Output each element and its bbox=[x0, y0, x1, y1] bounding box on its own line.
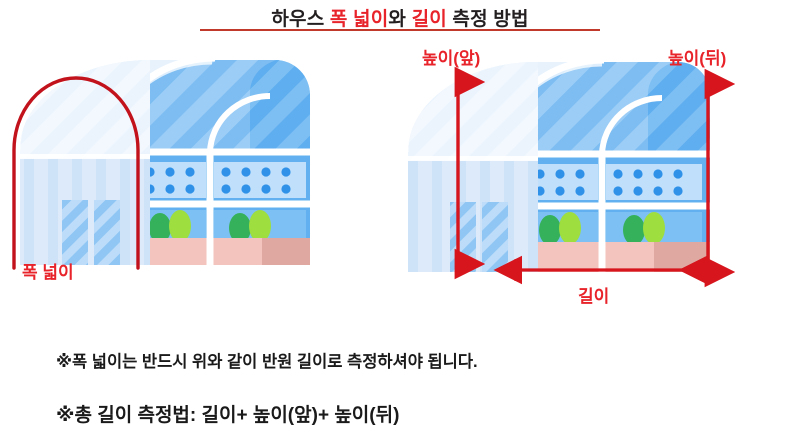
page-title: 하우스 폭 넓이와 길이 측정 방법 bbox=[0, 4, 800, 31]
title-part-plain-1: 하우스 bbox=[271, 9, 330, 30]
greenhouse-right bbox=[408, 62, 736, 288]
length-label: 길이 bbox=[578, 287, 610, 306]
page-title-text: 하우스 폭 넓이와 길이 측정 방법 bbox=[271, 9, 528, 30]
title-part-plain-2: 와 bbox=[388, 9, 412, 30]
title-part-highlight-width: 폭 넓이 bbox=[329, 9, 389, 30]
plant-cluster bbox=[149, 210, 271, 243]
width-measure-arc bbox=[12, 76, 140, 270]
note-width-measurement: ※폭 넓이는 반드시 위와 같이 반원 길이로 측정하셔야 됩니다. bbox=[56, 353, 478, 371]
height-back-label: 높이(뒤) bbox=[668, 49, 727, 68]
title-underline bbox=[200, 29, 600, 31]
length-arrow bbox=[493, 255, 709, 285]
note-total-length-formula: ※총 길이 측정법: 길이+ 높이(앞)+ 높이(뒤) bbox=[56, 405, 400, 426]
greenhouse-left bbox=[12, 60, 310, 270]
title-part-highlight-length: 길이 bbox=[411, 9, 447, 30]
width-measure-label: 폭 넓이 bbox=[22, 263, 74, 282]
title-part-plain-3: 측정 방법 bbox=[446, 9, 529, 30]
height-front-label: 높이(앞) bbox=[422, 49, 481, 68]
